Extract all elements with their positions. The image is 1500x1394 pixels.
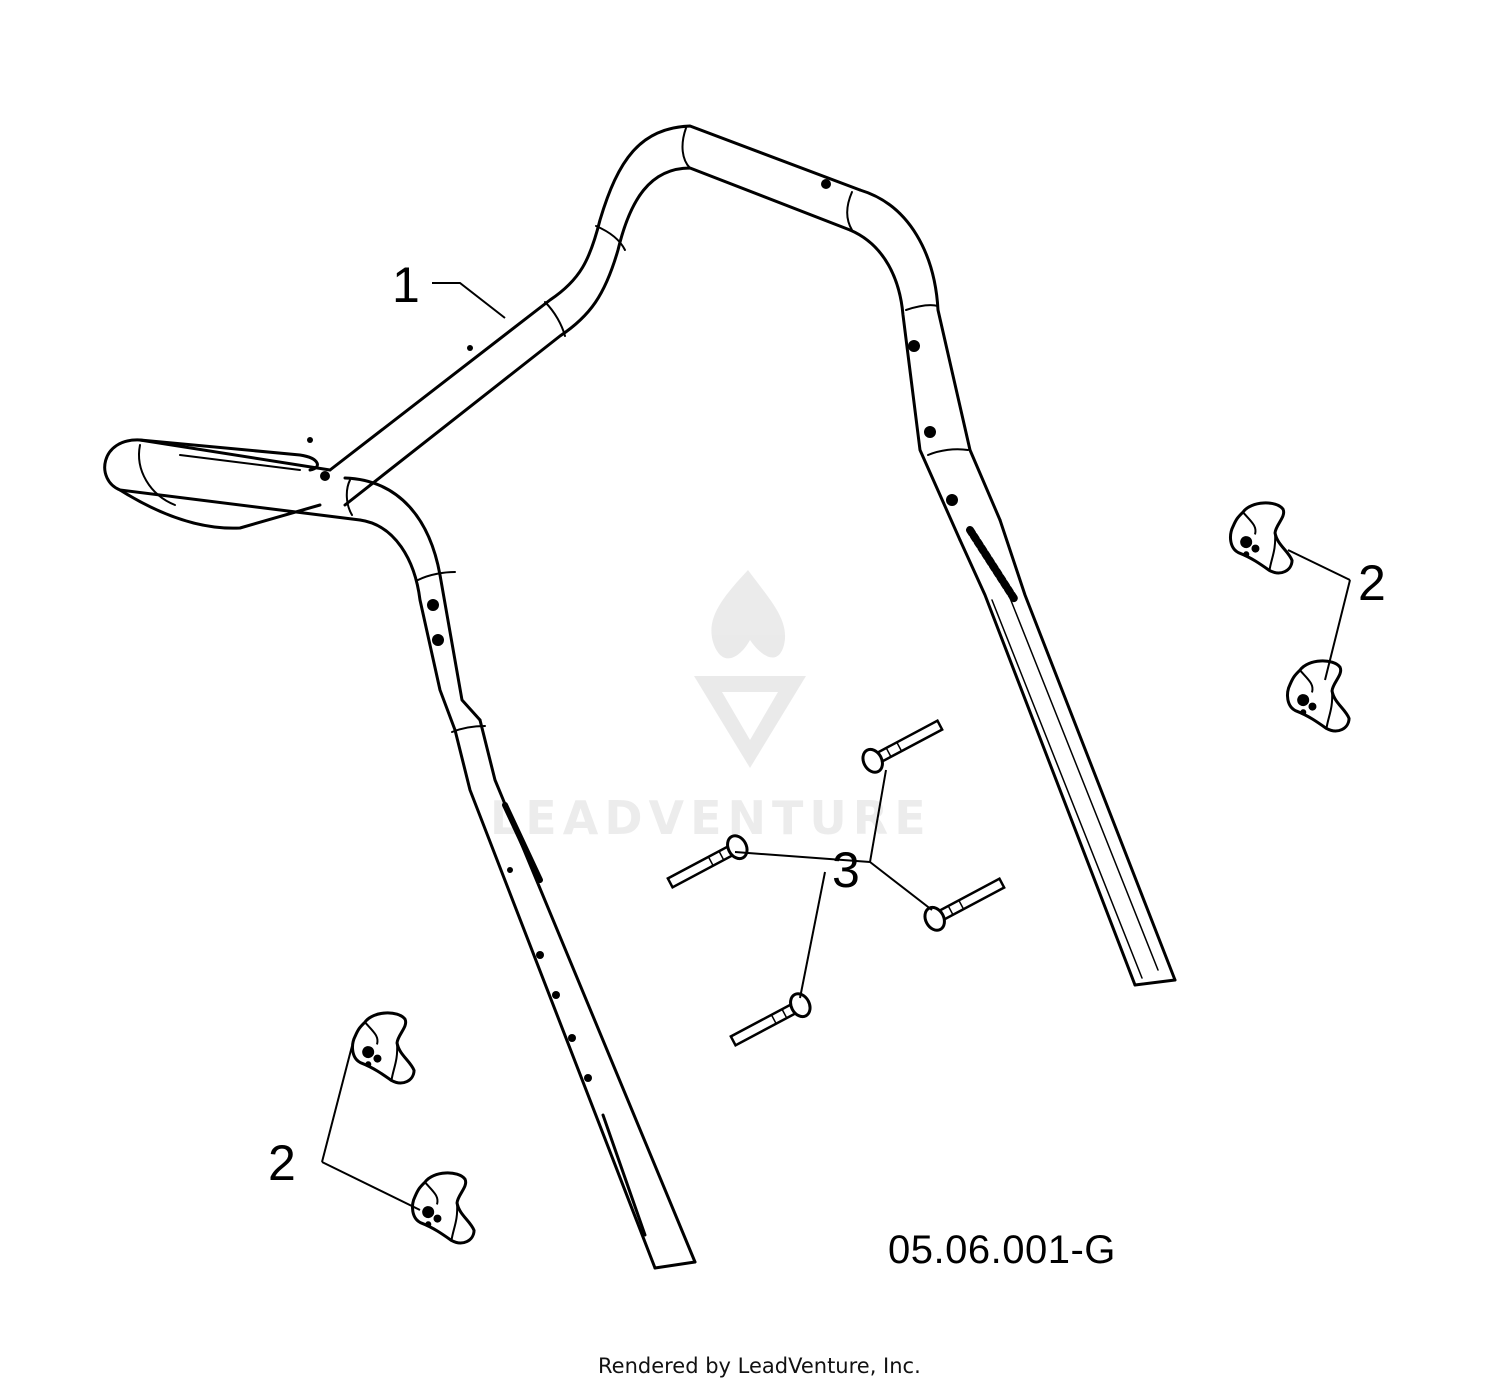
drawing-id: 05.06.001-G xyxy=(888,1228,1116,1272)
callout-knobs-right: 2 xyxy=(1358,555,1386,611)
knob-left-lower xyxy=(405,1168,478,1252)
bolt-top xyxy=(857,713,947,778)
knob-right-lower xyxy=(1280,656,1353,740)
callout-handle: 1 xyxy=(392,257,420,313)
callout-knobs-left: 2 xyxy=(268,1135,296,1191)
rendered-by-footer: Rendered by LeadVenture, Inc. xyxy=(598,1354,921,1378)
handle-assembly xyxy=(103,124,1177,1270)
callout-bolts: 3 xyxy=(832,842,860,898)
knob-left-upper xyxy=(345,1008,418,1092)
bolt-right xyxy=(919,871,1009,936)
watermark-logo xyxy=(694,570,806,768)
knob-right-upper xyxy=(1223,498,1296,582)
watermark-text: LEADVENTURE xyxy=(490,791,932,845)
bolt-bottom xyxy=(726,988,816,1053)
leader-lines xyxy=(321,282,1351,1211)
